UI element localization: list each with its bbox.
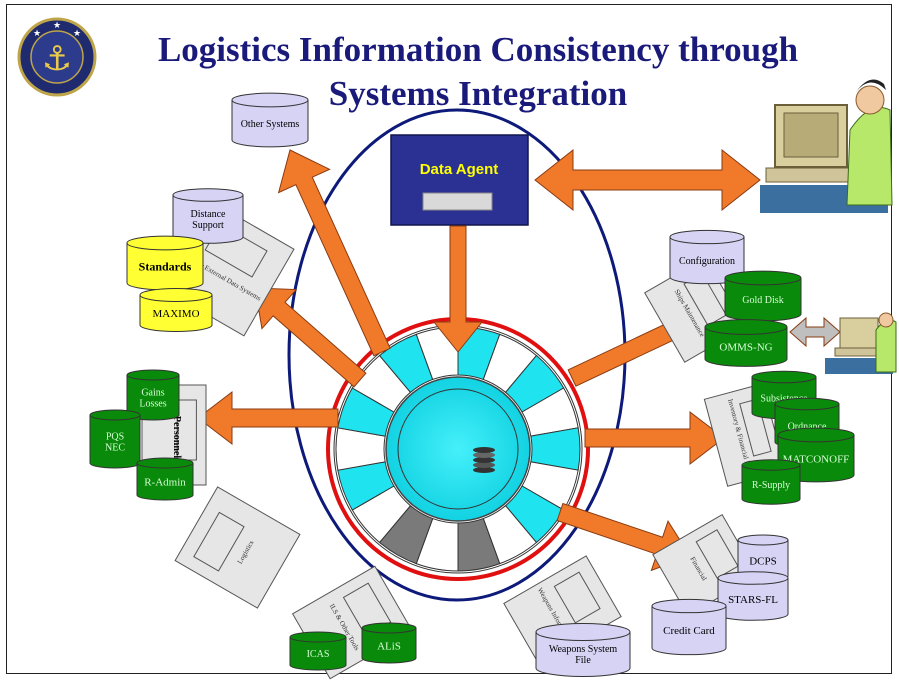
svg-text:⚓: ⚓ <box>42 39 72 79</box>
weapons-system-file-db-label: File <box>575 655 591 666</box>
stars-fl-db-label: STARS-FL <box>728 594 778 606</box>
arrow-to-other-systems <box>277 149 391 357</box>
gold-disk-db-label: Gold Disk <box>742 295 783 306</box>
r-admin-db: R-Admin <box>136 457 194 501</box>
slide-title: Logistics Information Consistency throug… <box>118 28 838 116</box>
standards-db-label: Standards <box>139 260 192 274</box>
credit-card-db: Credit Card <box>651 598 727 656</box>
integration-ring <box>326 317 590 581</box>
arrow-omms-workstation <box>789 316 841 348</box>
configuration-db-label: Configuration <box>679 256 735 267</box>
logistics-card: Logistics <box>174 486 301 609</box>
svg-text:★: ★ <box>53 20 61 30</box>
ordnance-db-label: Ordnance <box>788 421 827 432</box>
maximo-db: MAXIMO <box>139 288 213 332</box>
svg-text:★: ★ <box>73 28 81 38</box>
personnel-card-label: Personnel <box>171 416 182 458</box>
arrow-to-inventory <box>584 410 725 466</box>
small-workstation-user-icon <box>825 312 897 374</box>
omms-ng-db-label: OMMS-NG <box>719 342 772 354</box>
r-admin-db-label: R-Admin <box>144 476 186 488</box>
subsistence-db-label: Subsistence <box>760 393 808 404</box>
title-line-1: Logistics Information Consistency throug… <box>157 30 799 69</box>
workstation-user-icon <box>760 79 893 213</box>
alis-db-label: ALiS <box>377 640 401 652</box>
other-systems-db-label: Other Systems <box>241 119 300 130</box>
matconoff-db-label: MATCONOFF <box>783 453 850 465</box>
gold-disk-db: Gold Disk <box>724 270 802 322</box>
icas-db-label: ICAS <box>307 649 330 660</box>
alis-db: ALiS <box>361 622 417 664</box>
dcps-db-label: DCPS <box>749 555 777 567</box>
arrow-agent-workstation <box>534 148 761 212</box>
credit-card-db-label: Credit Card <box>663 625 715 637</box>
arrow-agent-to-hub <box>432 225 484 353</box>
pqs-nec-db-label: NEC <box>105 443 125 454</box>
omms-ng-db: OMMS-NG <box>704 319 788 367</box>
database-cylinders: Other SystemsDistanceSupportStandardsMAX… <box>89 92 855 677</box>
title-line-2: Systems Integration <box>328 74 628 113</box>
arrow-to-personnel <box>197 390 339 446</box>
weapons-system-file-db-label: Weapons System <box>549 644 618 655</box>
r-supply-db: R-Supply <box>741 459 801 505</box>
database-stack-icon <box>473 447 495 473</box>
standards-db: Standards <box>126 235 204 291</box>
gains-losses-db-label: Losses <box>139 399 166 410</box>
icas-db: ICAS <box>289 631 347 671</box>
pacific-fleet-seal-icon: ⚓ ★ ★ ★ <box>17 17 97 97</box>
pqs-nec-db-label: PQS <box>106 432 124 443</box>
data-agent-box: Data Agent <box>390 134 529 226</box>
stars-fl-db: STARS-FL <box>717 571 789 621</box>
r-supply-db-label: R-Supply <box>752 480 790 491</box>
gains-losses-db-label: Gains <box>141 388 164 399</box>
svg-text:★: ★ <box>33 28 41 38</box>
data-agent-label: Data Agent <box>420 161 499 178</box>
maximo-db-label: MAXIMO <box>152 308 199 320</box>
distance-support-db-label: Distance <box>191 209 227 220</box>
other-systems-db: Other Systems <box>231 92 309 148</box>
distance-support-db-label: Support <box>192 220 224 231</box>
